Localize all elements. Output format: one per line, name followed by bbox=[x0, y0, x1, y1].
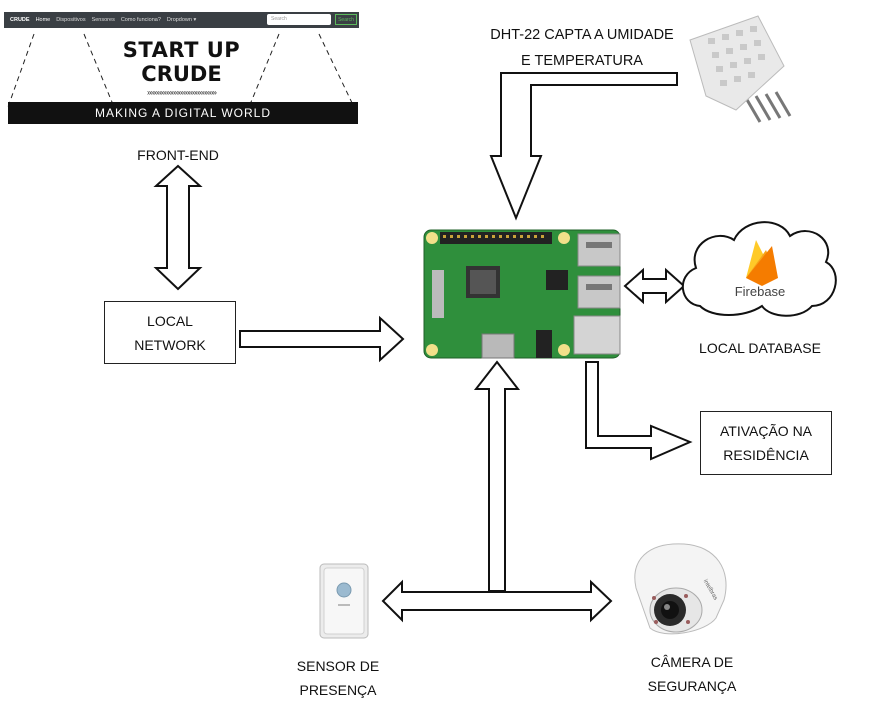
local-network-line2: NETWORK bbox=[134, 336, 206, 353]
dht22-line2: E TEMPERATURA bbox=[521, 53, 643, 69]
website-dashed-lines bbox=[7, 33, 355, 108]
dht22-sensor-icon bbox=[689, 15, 792, 123]
arrow-network-board bbox=[239, 315, 405, 363]
frontend-website-screenshot: CRUDE Home Dispositivos Sensores Como fu… bbox=[4, 12, 359, 126]
website-search-button: Search bbox=[335, 14, 357, 25]
raspberry-pi-board bbox=[423, 229, 621, 359]
dht22-label: DHT-22 CAPTA A UMIDADE E TEMPERATURA bbox=[462, 22, 702, 74]
camera-line1: CÂMERA DE bbox=[650, 654, 734, 670]
website-title-line1: START UP bbox=[122, 38, 241, 62]
arrow-dht22-board bbox=[489, 72, 678, 221]
presence-sensor-icon bbox=[319, 563, 369, 639]
website-search-input: Search bbox=[267, 14, 331, 25]
sensor-label: SENSOR DE PRESENÇA bbox=[278, 654, 398, 702]
arrow-sensors-board bbox=[473, 360, 521, 592]
local-database-label: LOCAL DATABASE bbox=[699, 340, 821, 356]
website-brand: CRUDE bbox=[10, 17, 30, 23]
firebase-label: Firebase bbox=[734, 284, 786, 299]
nav-item-sensores: Sensores bbox=[91, 17, 115, 23]
dht22-line1: DHT-22 CAPTA A UMIDADE bbox=[490, 27, 674, 43]
nav-item-como-funciona: Como funciona? bbox=[120, 17, 161, 23]
arrow-board-database bbox=[623, 267, 686, 305]
sensor-line2: PRESENÇA bbox=[299, 682, 377, 698]
camera-line2: SEGURANÇA bbox=[647, 678, 737, 694]
local-network-box: LOCAL NETWORK bbox=[104, 301, 236, 364]
front-end-label: FRONT-END bbox=[137, 147, 219, 163]
nav-item-dispositivos: Dispositivos bbox=[56, 17, 86, 23]
firebase-logo-icon bbox=[746, 240, 778, 286]
activation-box: ATIVAÇÃO NA RESIDÊNCIA bbox=[700, 411, 832, 475]
nav-item-dropdown: Dropdown ▾ bbox=[166, 17, 197, 23]
arrow-frontend-network bbox=[153, 164, 203, 291]
sensor-line1: SENSOR DE bbox=[296, 658, 380, 674]
activation-line1: ATIVAÇÃO NA bbox=[719, 423, 813, 439]
website-title-line2: CRUDE bbox=[141, 62, 222, 86]
camera-label: CÂMERA DE SEGURANÇA bbox=[632, 650, 752, 698]
website-tagline: MAKING A DIGITAL WORLD bbox=[8, 102, 358, 124]
local-network-line1: LOCAL bbox=[147, 312, 193, 329]
website-chevron-strip: »»»»»»»»»»»»»»»»»»»» bbox=[147, 88, 217, 97]
arrow-board-activation bbox=[585, 361, 693, 461]
activation-line2: RESIDÊNCIA bbox=[723, 447, 809, 463]
arrow-sensor-camera bbox=[381, 579, 613, 623]
nav-item-home: Home bbox=[35, 17, 51, 23]
security-camera-icon bbox=[634, 543, 727, 635]
